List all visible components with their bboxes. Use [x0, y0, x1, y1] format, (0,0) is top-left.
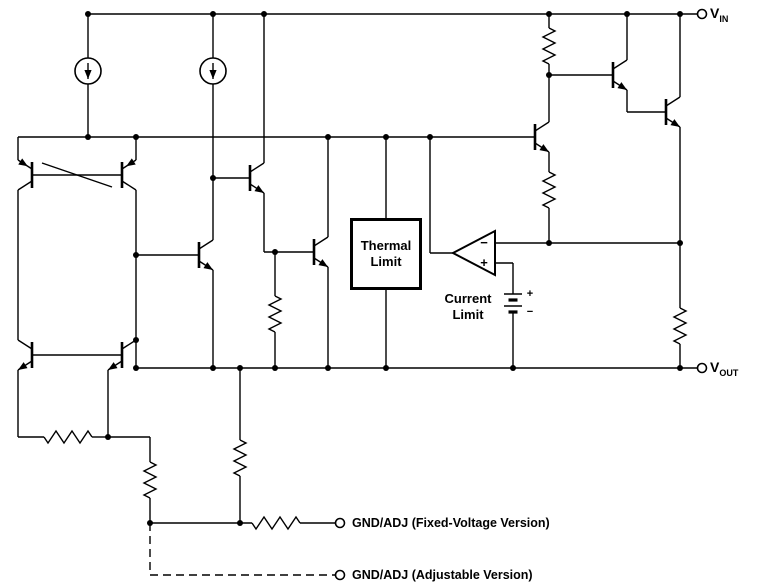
vout-label-base: V — [710, 359, 720, 375]
transistor-q2-input-right — [120, 158, 137, 191]
gnd-adj-adjustable-label: GND/ADJ (Adjustable Version) — [352, 568, 533, 582]
current-limit-label-line2: Limit — [452, 307, 484, 322]
transistor-driver — [533, 121, 550, 153]
current-limit-label: Current Limit — [432, 291, 504, 323]
transistor-gain-stage-2 — [312, 236, 329, 268]
resistors — [43, 27, 688, 531]
transistor-output-darlington-2 — [664, 96, 681, 128]
vout-terminal-label: VOUT — [710, 360, 738, 381]
terminals — [334, 8, 708, 581]
current-source-2 — [199, 57, 227, 85]
current-limit-comparator — [450, 229, 496, 277]
current-limit-label-line1: Current — [444, 291, 492, 306]
transistor-q1-input-left — [17, 158, 34, 191]
transistor-gain-stage-1 — [197, 239, 214, 271]
thermal-limit-label-line2: Limit — [370, 254, 402, 269]
gnd-adj-fixed-label: GND/ADJ (Fixed-Voltage Version) — [352, 516, 550, 530]
vout-label-sub: OUT — [719, 367, 739, 378]
current-source-1 — [74, 57, 102, 85]
battery-minus-sign: − — [526, 305, 534, 318]
vin-terminal-label: VIN — [710, 6, 728, 27]
vin-label-sub: IN — [719, 13, 729, 24]
thermal-limit-label-line1: Thermal — [360, 238, 412, 253]
junction-dots — [85, 11, 683, 526]
reference-battery — [504, 293, 522, 314]
vin-label-base: V — [710, 5, 720, 21]
comparator-plus-sign: + — [480, 255, 488, 271]
circuit-wires — [17, 13, 697, 524]
battery-plus-sign: + — [526, 287, 534, 300]
transistor-q8-mirror-left — [17, 339, 34, 371]
transistor-output-darlington-1 — [611, 59, 628, 91]
comparator-minus-sign: − — [480, 235, 488, 251]
thermal-limit-block: Thermal Limit — [350, 218, 422, 290]
transistor-level-shift — [248, 162, 265, 194]
adjustable-version-dashed-wires — [149, 523, 335, 576]
